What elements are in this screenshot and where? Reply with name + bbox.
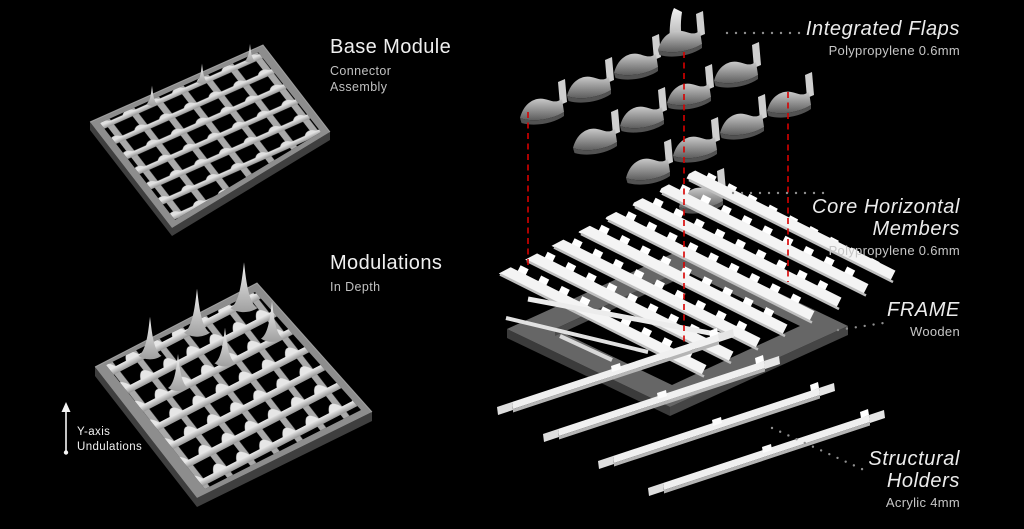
structural-holders-label: Structural Holders Acrylic 4mm xyxy=(868,448,960,510)
base-module-label: Base Module Connector Assembly xyxy=(330,36,451,95)
base-module-title: Base Module xyxy=(330,36,452,58)
y-axis-note: Y-axis Undulations xyxy=(77,425,142,455)
frame-title: FRAME xyxy=(887,299,960,321)
modulations-render xyxy=(94,262,373,507)
integrated-flaps-label: Integrated Flaps Polypropylene 0.6mm xyxy=(806,18,960,58)
leader-frame xyxy=(836,320,892,332)
integrated-flaps-render xyxy=(520,8,814,214)
y-axis-note-line2: Undulations xyxy=(77,441,143,453)
structural-holders-title-line1: Structural xyxy=(868,448,960,470)
up-arrow-icon xyxy=(61,402,71,455)
core-members-title-line2: Members xyxy=(872,218,960,240)
leader-lines xyxy=(725,31,892,472)
base-module-subtitle-line1: Connector xyxy=(330,64,392,78)
base-module-subtitle-line2: Assembly xyxy=(330,80,388,94)
structural-holders-title-line2: Holders xyxy=(886,470,960,492)
core-members-label: Core Horizontal Members Polypropylene 0.… xyxy=(812,196,960,258)
y-axis-note-line1: Y-axis xyxy=(77,426,111,438)
core-cross-members-render xyxy=(505,296,727,362)
modulations-title: Modulations xyxy=(330,252,443,274)
modulations-label: Modulations In Depth xyxy=(330,252,442,295)
frame-material: Wooden xyxy=(910,324,960,339)
structural-holders-material: Acrylic 4mm xyxy=(885,495,960,510)
frame-label: FRAME Wooden xyxy=(887,299,960,339)
modulations-subtitle: In Depth xyxy=(330,280,381,294)
integrated-flaps-material: Polypropylene 0.6mm xyxy=(828,43,960,58)
core-members-title-line1: Core Horizontal xyxy=(812,196,960,218)
red-guide-lines xyxy=(527,52,789,343)
leader-structural-holders xyxy=(770,426,866,472)
core-members-material: Polypropylene 0.6mm xyxy=(828,243,960,258)
base-module-render xyxy=(89,44,331,236)
integrated-flaps-title: Integrated Flaps xyxy=(805,18,960,40)
